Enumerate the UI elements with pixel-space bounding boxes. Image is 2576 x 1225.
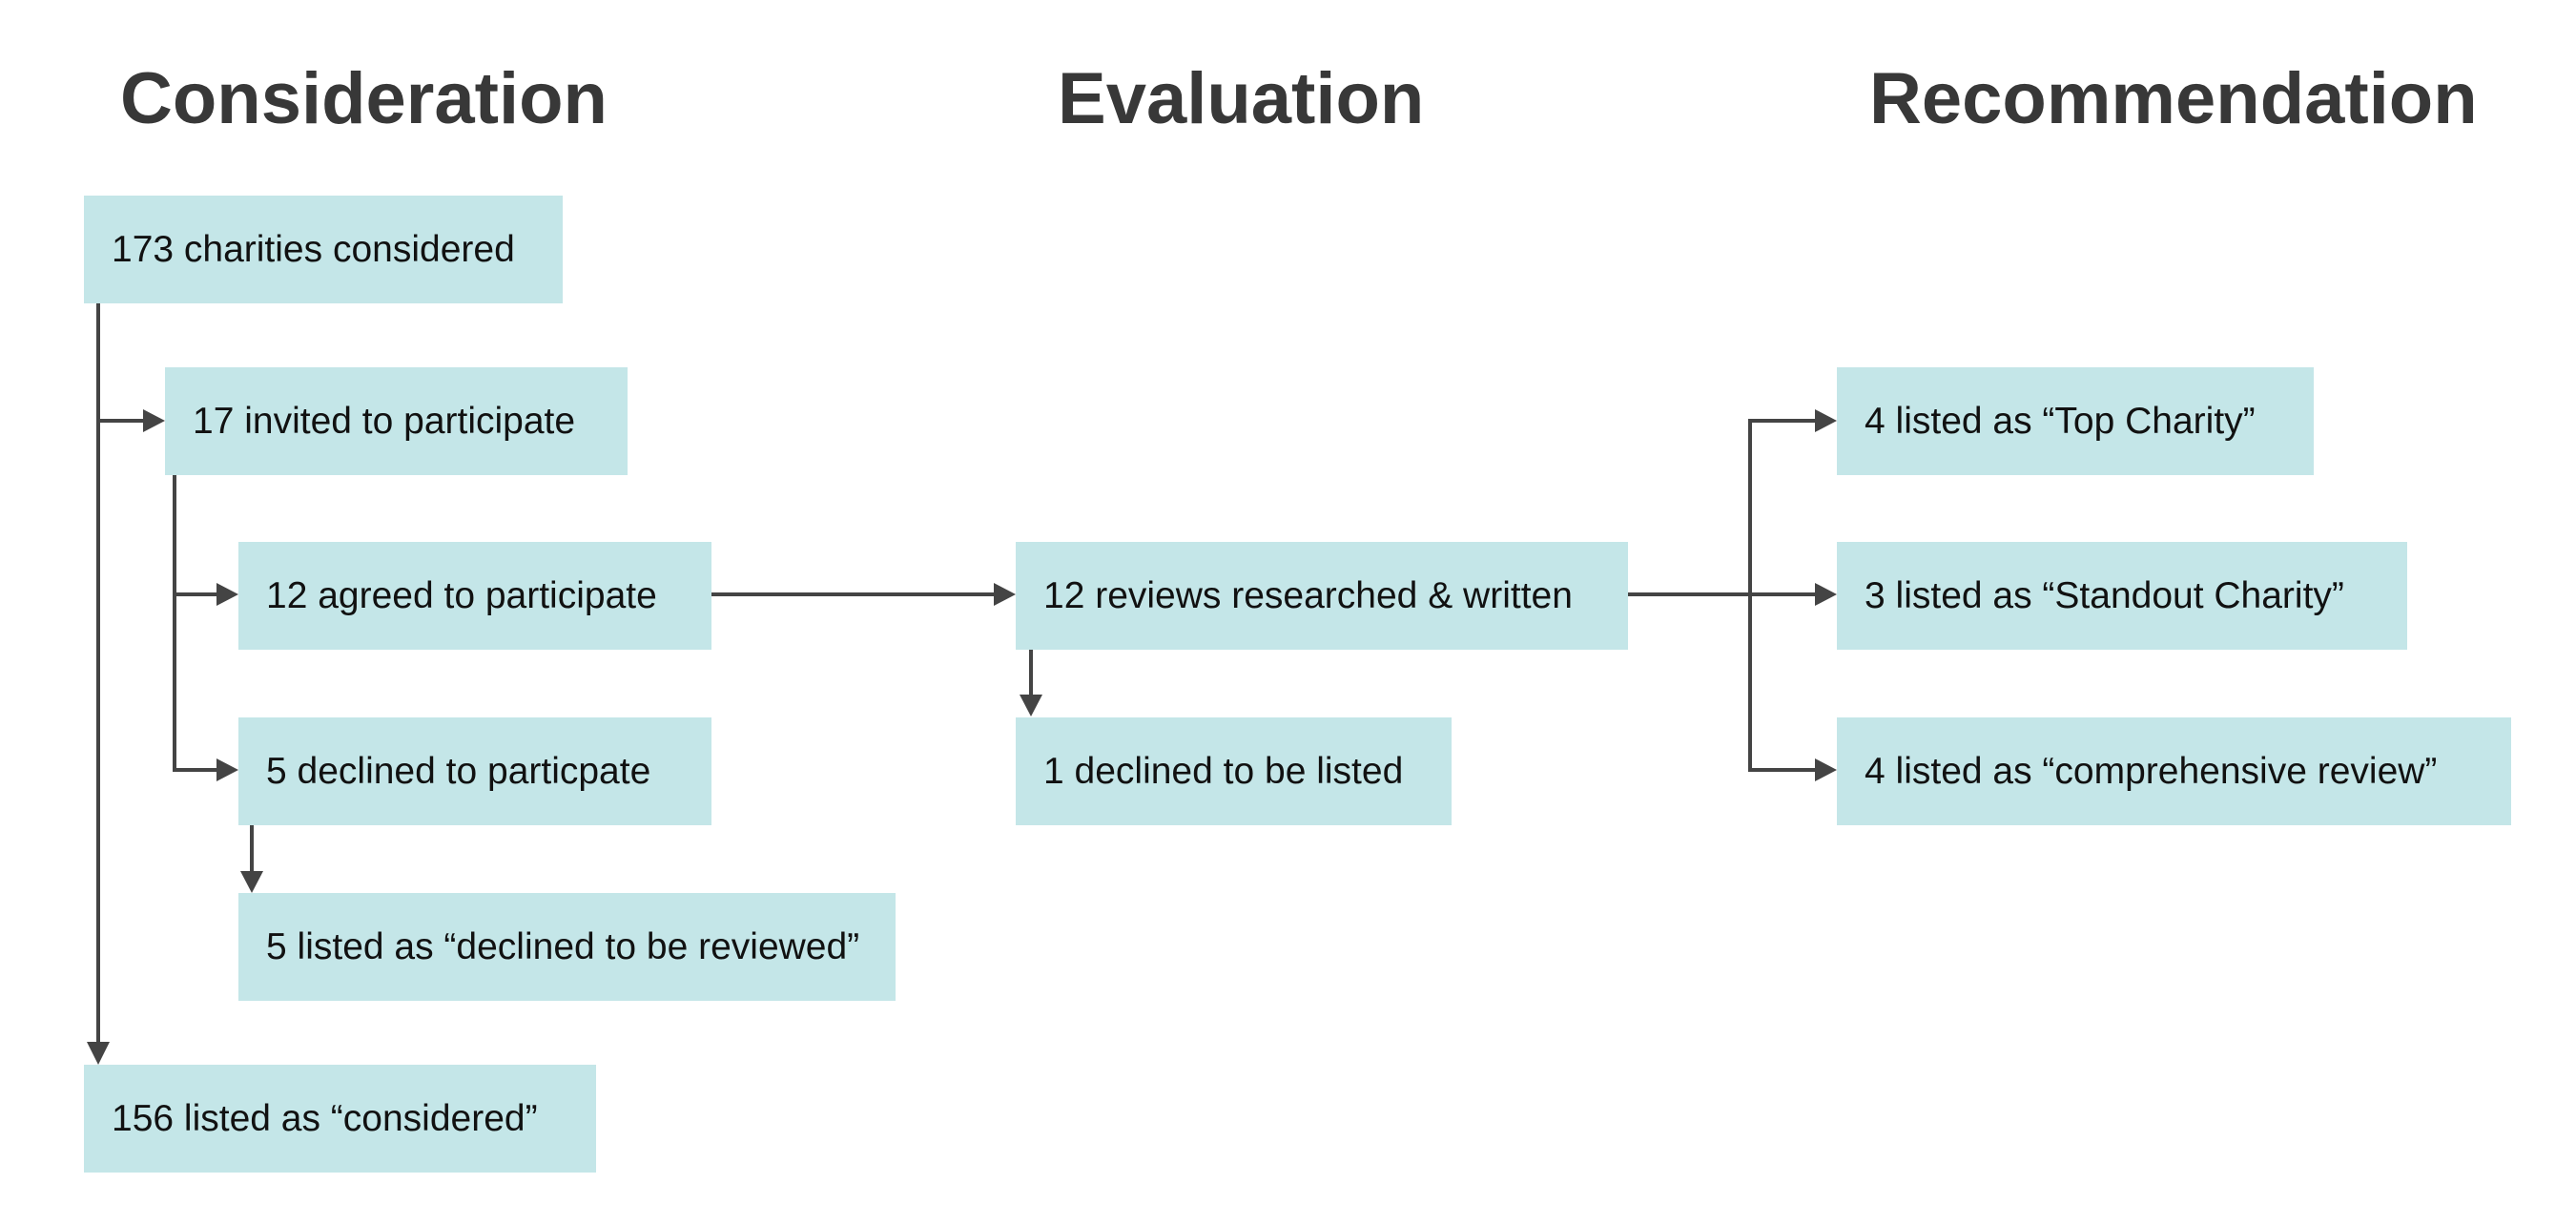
box-comprehensive-review: 4 listed as “comprehensive review” <box>1837 717 2511 825</box>
box-agreed-to-participate: 12 agreed to participate <box>238 542 711 650</box>
box-declined-to-be-listed: 1 declined to be listed <box>1016 717 1452 825</box>
arrowhead-to-top-charity <box>1815 409 1837 432</box>
box-reviews-researched: 12 reviews researched & written <box>1016 542 1628 650</box>
arrowhead-to-declined-listed <box>240 871 263 893</box>
box-listed-as-considered: 156 listed as “considered” <box>84 1065 596 1173</box>
heading-recommendation: Recommendation <box>1869 58 2478 139</box>
arrowhead-to-declined-listing <box>1020 695 1042 716</box>
arrowhead-to-comprehensive <box>1815 758 1837 781</box>
heading-consideration: Consideration <box>120 58 608 139</box>
arrowhead-to-invited <box>143 409 165 432</box>
box-declined-to-participate: 5 declined to particpate <box>238 717 711 825</box>
arrowhead-to-reviews <box>994 583 1016 606</box>
arrowhead-to-standout <box>1815 583 1837 606</box>
arrowhead-to-declined <box>216 758 238 781</box>
box-invited-to-participate: 17 invited to participate <box>165 367 628 475</box>
arrowhead-to-agreed <box>216 583 238 606</box>
arrowhead-to-listed-considered <box>87 1042 110 1065</box>
box-top-charity: 4 listed as “Top Charity” <box>1837 367 2314 475</box>
box-listed-declined-to-be-reviewed: 5 listed as “declined to be reviewed” <box>238 893 896 1001</box>
box-standout-charity: 3 listed as “Standout Charity” <box>1837 542 2407 650</box>
heading-evaluation: Evaluation <box>1058 58 1425 139</box>
box-charities-considered: 173 charities considered <box>84 196 563 303</box>
